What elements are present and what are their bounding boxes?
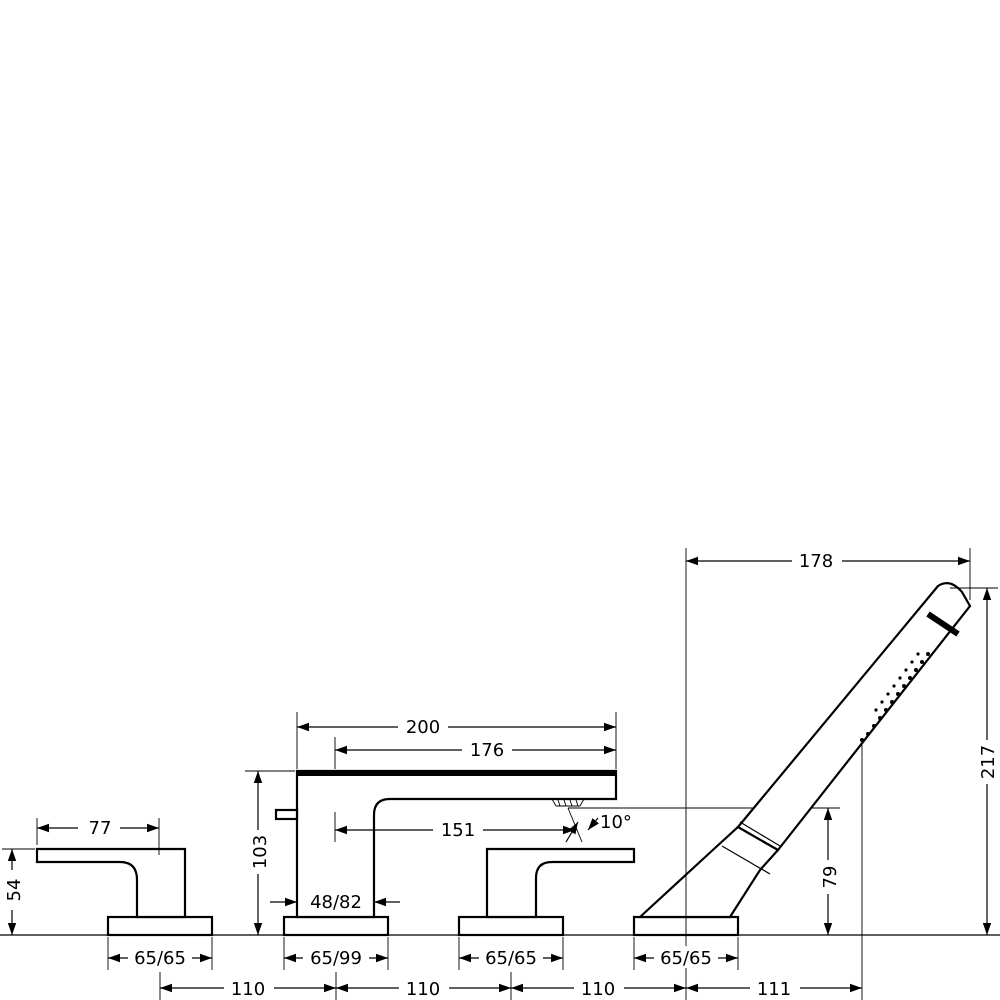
- hand-shower-holder: [637, 825, 780, 919]
- dim-faucet-spout-length: 176: [470, 740, 504, 761]
- dim-spacing-1: 110: [231, 979, 265, 1000]
- dim-hand-shower-rosette: 65/65: [660, 948, 712, 969]
- dim-left-rosette: 65/65: [134, 948, 186, 969]
- right-rosette: [457, 915, 565, 937]
- left-rosette: [106, 915, 214, 937]
- dim-faucet-height: 103: [250, 835, 271, 869]
- hand-shower-handle: [736, 581, 972, 852]
- left-handle-body: [35, 847, 187, 919]
- dim-faucet-base: 48/82: [310, 892, 362, 913]
- dim-spout-angle: 10°: [600, 812, 632, 833]
- dim-faucet-spout-offset: 151: [441, 820, 475, 841]
- dim-handle-height: 54: [4, 879, 25, 902]
- right-handle-valve: [457, 847, 636, 937]
- dim-spacing-4: 111: [757, 979, 791, 1000]
- dim-handle-length: 77: [89, 818, 112, 839]
- dim-right-handle-rosette: 65/65: [485, 948, 537, 969]
- dim-spacing-2: 110: [406, 979, 440, 1000]
- dim-hand-shower-height: 217: [978, 745, 999, 779]
- left-handle-valve: [35, 847, 214, 937]
- diverter-knob: [274, 808, 299, 821]
- dim-faucet-reach-total: 200: [406, 717, 440, 738]
- right-handle-body: [485, 847, 636, 919]
- dim-hand-shower-reach: 178: [799, 551, 833, 572]
- spout-body: [295, 769, 618, 919]
- bath-spout: [274, 769, 618, 937]
- spout-rosette: [282, 915, 390, 937]
- hand-shower: [632, 581, 972, 937]
- hand-shower-spray-nozzles: [860, 652, 930, 742]
- dim-spacing-3: 110: [581, 979, 615, 1000]
- dim-hand-shower-outlet-height: 79: [820, 866, 841, 889]
- spout-aerator: [551, 798, 585, 807]
- dim-faucet-rosette: 65/99: [310, 948, 362, 969]
